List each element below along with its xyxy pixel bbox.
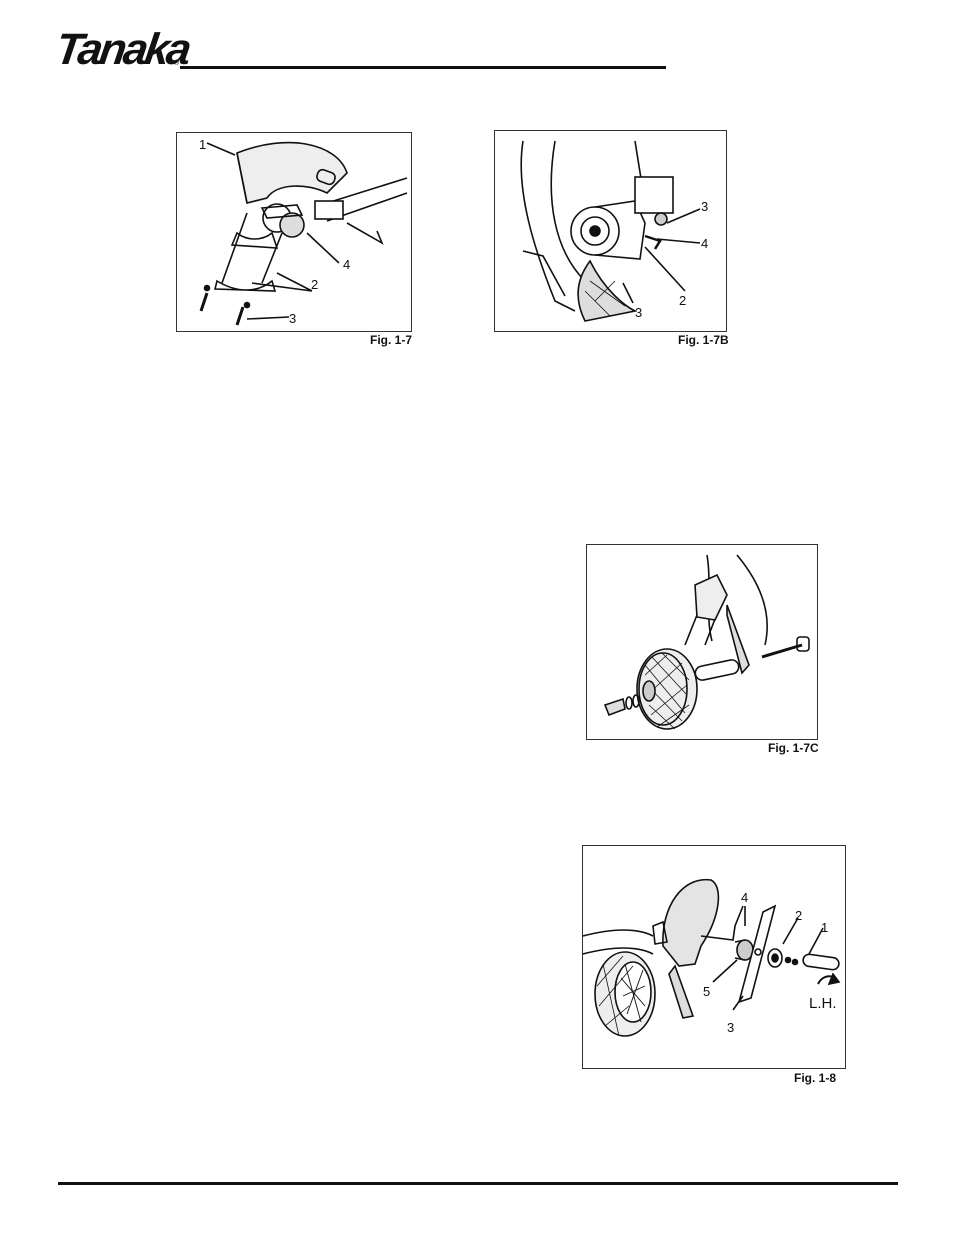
figure-1-7c [586,544,818,740]
fig-1-7b-callout-4: 4 [701,236,708,251]
fig-1-8-callout-1: 1 [821,920,828,935]
figure-1-7: 1 2 3 4 [176,132,412,332]
figure-1-7-illustration: 1 2 3 4 [177,133,412,332]
fig-1-8-caption: Fig. 1-8 [794,1071,836,1085]
fig-1-7-caption: Fig. 1-7 [370,333,412,347]
figure-1-8: 4 2 1 5 3 L.H. [582,845,846,1069]
fig-1-8-callout-2: 2 [795,908,802,923]
figure-1-8-illustration: 4 2 1 5 3 L.H. [583,846,846,1069]
registered-mark: ® [174,60,179,67]
figure-1-7c-illustration [587,545,818,740]
fig-1-8-lh-note: L.H. [809,995,837,1012]
tanaka-logo: Tanaka [53,28,191,72]
footer-rule [58,1182,898,1185]
fig-1-7-callout-2: 2 [311,277,318,292]
fig-1-8-callout-5: 5 [703,984,710,999]
fig-1-7-callout-4: 4 [343,257,350,272]
fig-1-7-callout-1: 1 [199,137,206,152]
fig-1-7b-callout-2: 2 [679,293,686,308]
fig-1-7b-callout-3-top: 3 [701,199,708,214]
fig-1-7b-callout-3-bottom: 3 [635,305,642,320]
header-rule [180,66,666,69]
figure-1-7b: 3 4 2 3 [494,130,727,332]
figure-1-7b-illustration: 3 4 2 3 [495,131,727,332]
fig-1-7-callout-3: 3 [289,311,296,326]
fig-1-7b-caption: Fig. 1-7B [678,333,729,347]
fig-1-8-callout-4: 4 [741,890,748,905]
fig-1-8-callout-3: 3 [727,1020,734,1035]
fig-1-7c-caption: Fig. 1-7C [768,741,819,755]
